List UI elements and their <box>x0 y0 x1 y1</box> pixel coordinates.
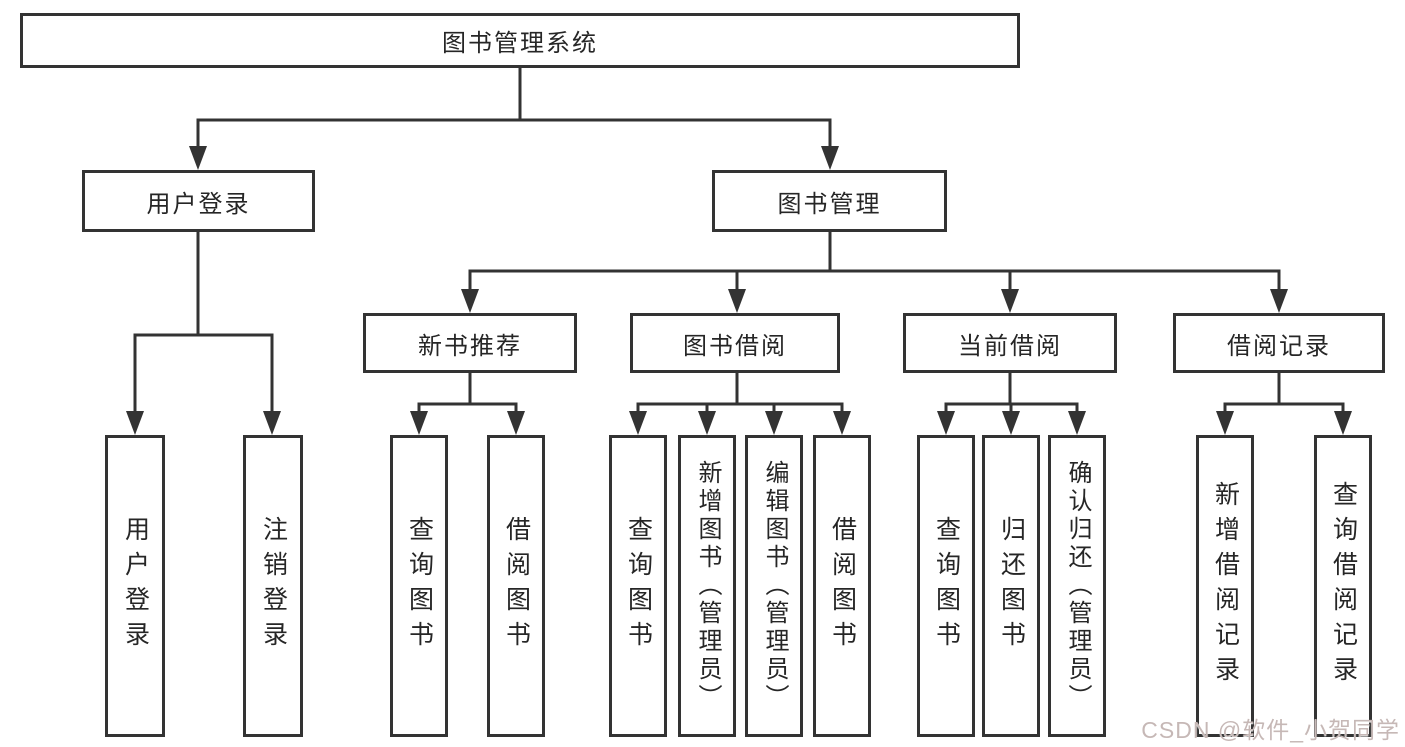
leaf-label: 用户登录 <box>121 516 150 656</box>
leaf-logout: 注销登录 <box>243 435 303 737</box>
leaf-label: 借阅图书 <box>502 516 531 656</box>
node-user-login: 用户登录 <box>82 170 315 232</box>
leaf-query-books-3: 查询图书 <box>917 435 975 737</box>
node-current-borrowing: 当前借阅 <box>903 313 1117 373</box>
node-label: 当前借阅 <box>958 332 1062 360</box>
leaf-edit-books-admin: 编辑图书（管理员） <box>745 435 803 737</box>
leaf-query-books-1: 查询图书 <box>390 435 448 737</box>
node-label: 用户登录 <box>146 190 251 218</box>
leaf-label: 新增借阅记录 <box>1211 481 1240 691</box>
leaf-label: 编辑图书（管理员） <box>761 460 788 712</box>
node-book-borrowing: 图书借阅 <box>630 313 840 373</box>
leaf-add-borrow-record: 新增借阅记录 <box>1196 435 1254 737</box>
leaf-borrow-books-1: 借阅图书 <box>487 435 545 737</box>
leaf-return-books: 归还图书 <box>982 435 1040 737</box>
node-label: 新书推荐 <box>418 332 522 360</box>
leaf-label: 查询图书 <box>932 516 961 656</box>
leaf-label: 借阅图书 <box>828 516 857 656</box>
csdn-watermark: CSDN @软件_小贺同学 <box>1141 717 1400 743</box>
leaf-label: 新增图书（管理员） <box>694 460 721 712</box>
leaf-label: 注销登录 <box>259 516 288 656</box>
leaf-label: 查询图书 <box>624 516 653 656</box>
arrowhead-group <box>126 146 1352 435</box>
leaf-query-borrow-record: 查询借阅记录 <box>1314 435 1372 737</box>
leaf-confirm-return-admin: 确认归还（管理员） <box>1048 435 1106 737</box>
node-book-management: 图书管理 <box>712 170 947 232</box>
node-new-book-recommend: 新书推荐 <box>363 313 577 373</box>
leaf-label: 查询图书 <box>405 516 434 656</box>
leaf-user-login: 用户登录 <box>105 435 165 737</box>
node-label: 图书借阅 <box>683 332 787 360</box>
leaf-query-books-2: 查询图书 <box>609 435 667 737</box>
leaf-label: 归还图书 <box>997 516 1026 656</box>
node-borrowing-records: 借阅记录 <box>1173 313 1385 373</box>
leaf-add-books-admin: 新增图书（管理员） <box>678 435 736 737</box>
node-label: 图书管理系统 <box>442 30 598 57</box>
node-label: 图书管理 <box>777 190 882 218</box>
leaf-borrow-books-2: 借阅图书 <box>813 435 871 737</box>
node-library-system: 图书管理系统 <box>20 13 1020 68</box>
leaf-label: 查询借阅记录 <box>1329 481 1358 691</box>
leaf-label: 确认归还（管理员） <box>1064 460 1091 712</box>
node-label: 借阅记录 <box>1227 332 1331 360</box>
